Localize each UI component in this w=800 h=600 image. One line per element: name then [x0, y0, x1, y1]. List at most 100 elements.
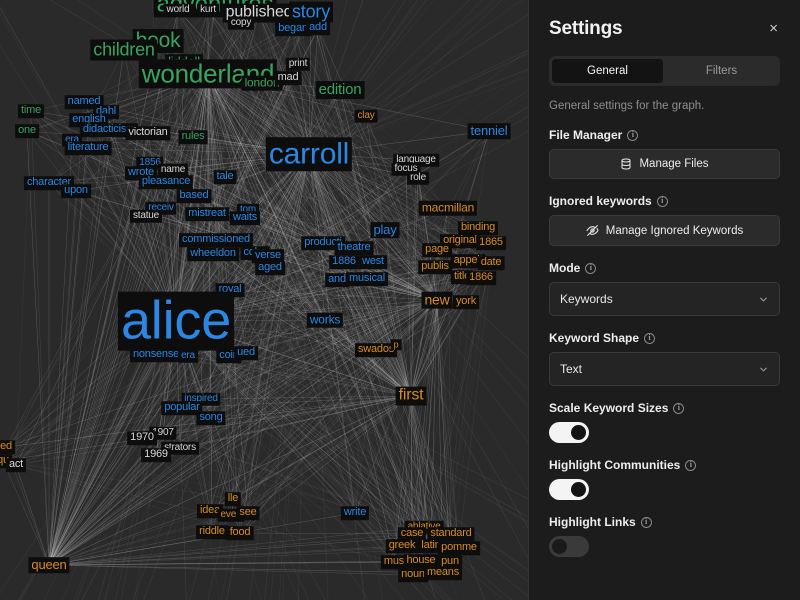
info-icon[interactable]: i	[673, 402, 685, 414]
graph-node[interactable]: copy	[227, 16, 255, 30]
graph-node[interactable]: london	[241, 75, 283, 91]
graph-node[interactable]: see	[236, 506, 260, 520]
graph-node[interactable]: clay	[354, 109, 378, 123]
graph-node[interactable]: producti	[301, 236, 345, 250]
graph-node[interactable]: tale	[213, 170, 237, 184]
graph-node[interactable]: binding	[457, 221, 499, 235]
highlight-communities-toggle[interactable]	[549, 479, 589, 500]
graph-node[interactable]: popular	[161, 401, 203, 415]
manage-files-button[interactable]: Manage Files	[549, 149, 780, 179]
graph-node[interactable]: world	[163, 3, 193, 17]
graph-node[interactable]: statue	[129, 209, 163, 223]
graph-node[interactable]: write	[340, 506, 370, 520]
graph-node[interactable]: kurt	[197, 3, 219, 17]
graph-node[interactable]: macmillan	[418, 200, 478, 216]
graph-node[interactable]: york	[453, 295, 479, 309]
graph-node[interactable]: edition	[315, 81, 365, 99]
graph-node[interactable]: commissioned	[179, 233, 253, 247]
graph-node[interactable]: page	[422, 243, 452, 257]
graph-node[interactable]: era	[178, 349, 198, 363]
graph-node[interactable]: 1856	[136, 156, 164, 170]
graph-node[interactable]: 1970	[127, 431, 157, 445]
info-icon[interactable]: i	[585, 262, 597, 274]
graph-node[interactable]: new	[421, 291, 453, 309]
info-icon[interactable]: i	[656, 195, 668, 207]
graph-node[interactable]: ed	[0, 440, 15, 454]
scale-keyword-sizes-toggle[interactable]	[549, 422, 589, 443]
graph-node[interactable]: based	[176, 189, 212, 203]
graph-node[interactable]: pleasance	[138, 175, 194, 189]
graph-node[interactable]: carroll	[265, 137, 353, 171]
graph-node[interactable]: literature	[64, 141, 112, 155]
graph-node[interactable]: means	[423, 566, 463, 580]
graph-node[interactable]: noun	[398, 568, 428, 582]
graph-node[interactable]: food	[226, 526, 254, 540]
graph-node[interactable]: appelt	[450, 254, 486, 268]
graph-node[interactable]: musical	[346, 272, 388, 286]
graph-node[interactable]: house	[403, 554, 439, 568]
graph-node[interactable]: latin	[418, 539, 444, 553]
graph-node[interactable]: wheeldon	[187, 247, 239, 261]
highlight-links-toggle[interactable]	[549, 536, 589, 557]
graph-node[interactable]: pun	[438, 555, 462, 569]
graph-node[interactable]: pomme	[438, 541, 480, 555]
graph-node[interactable]: verse	[252, 249, 284, 263]
graph-node[interactable]: standard	[427, 527, 475, 541]
info-icon[interactable]: i	[644, 332, 656, 344]
info-icon[interactable]: i	[685, 459, 697, 471]
graph-node[interactable]: theatre	[334, 241, 374, 255]
graph-node[interactable]: time	[18, 104, 44, 118]
graph-node[interactable]: rules	[178, 130, 208, 144]
graph-node[interactable]: children	[90, 39, 158, 61]
graph-node[interactable]: upon	[61, 184, 91, 198]
graph-node[interactable]: greek	[385, 539, 419, 553]
info-icon[interactable]: i	[640, 516, 652, 528]
graph-node[interactable]: ued	[234, 346, 258, 360]
graph-node[interactable]: first	[395, 386, 427, 406]
graph-node[interactable]: nonsense	[129, 348, 183, 362]
graph-node[interactable]: waits	[229, 211, 261, 225]
graph-node[interactable]: date	[477, 256, 505, 270]
graph-node[interactable]: west	[359, 255, 387, 269]
graph-node[interactable]: role	[407, 171, 429, 185]
manage-ignored-keywords-button[interactable]: Manage Ignored Keywords	[549, 215, 780, 246]
graph-node[interactable]: 1866	[466, 271, 496, 285]
tab-general[interactable]: General	[552, 59, 663, 83]
graph-node[interactable]: mus	[380, 555, 408, 569]
graph-node[interactable]: name	[157, 163, 189, 177]
graph-node[interactable]: 1886	[329, 255, 359, 269]
graph-node[interactable]: victorian	[125, 126, 171, 140]
graph-node[interactable]: tenniel	[467, 123, 511, 139]
keyword-shape-select[interactable]: Text	[549, 352, 780, 386]
graph-node[interactable]: 1865	[476, 236, 506, 250]
graph-node[interactable]: story	[288, 1, 334, 23]
graph-node[interactable]: lle	[224, 492, 242, 506]
graph-node[interactable]: swados	[354, 343, 398, 357]
graph-node[interactable]: song	[196, 411, 226, 425]
graph-node[interactable]: alice	[117, 291, 235, 351]
graph-node[interactable]: works	[306, 312, 344, 328]
graph-node[interactable]: 1969	[141, 448, 171, 462]
graph-node[interactable]: began	[275, 22, 311, 36]
graph-node[interactable]: idea	[197, 504, 223, 518]
graph-node[interactable]: aged	[255, 261, 285, 275]
graph-node[interactable]: one	[15, 124, 39, 138]
field-keyword-shape: Keyword Shape i Text	[549, 331, 780, 386]
graph-node[interactable]: queen	[28, 557, 70, 573]
graph-node[interactable]: act	[5, 458, 27, 472]
graph-node[interactable]: publis	[418, 260, 452, 274]
graph-node[interactable]: add	[306, 21, 330, 35]
graph-node[interactable]: mistreat	[185, 207, 229, 221]
graph-node[interactable]: p	[390, 339, 402, 351]
graph-node[interactable]: print	[285, 57, 311, 71]
graph-node[interactable]: case	[397, 527, 427, 541]
graph-node[interactable]: play	[370, 222, 400, 238]
mode-select[interactable]: Keywords	[549, 282, 780, 316]
graph-node[interactable]: riddle	[196, 525, 228, 539]
graph-node[interactable]: and	[325, 273, 349, 287]
info-icon[interactable]: i	[627, 129, 639, 141]
graph-node[interactable]: didacticism	[79, 123, 139, 137]
close-icon[interactable]: ×	[769, 20, 778, 37]
graph-node[interactable]: mad	[274, 71, 302, 85]
tab-filters[interactable]: Filters	[666, 59, 777, 83]
